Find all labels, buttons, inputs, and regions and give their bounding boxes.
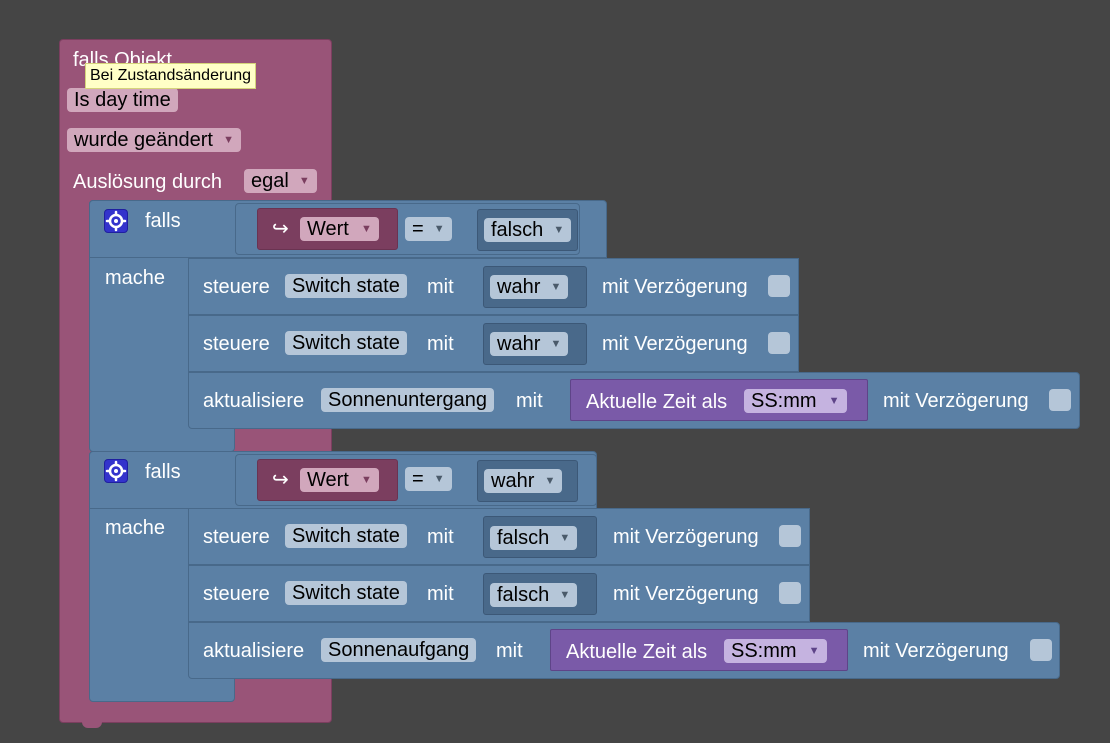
verb-label: aktualisiere xyxy=(203,640,305,662)
trigger-dropdown[interactable]: egal ▼ xyxy=(244,169,317,193)
condition-value: wurde geändert xyxy=(74,129,213,151)
wert-value: Wert xyxy=(307,218,349,240)
verb-label: aktualisiere xyxy=(203,390,305,412)
trigger-label: Auslösung durch xyxy=(73,171,222,193)
target-value: Switch state xyxy=(292,525,400,547)
mit-label: mit xyxy=(427,526,454,548)
target-field[interactable]: Switch state xyxy=(285,524,407,548)
wert-dropdown[interactable]: Wert ▼ xyxy=(300,217,379,241)
triangle-down-icon: ▼ xyxy=(559,532,571,544)
delay-label: mit Verzögerung xyxy=(863,640,1009,662)
delay-label: mit Verzögerung xyxy=(883,390,1029,412)
return-arrow-icon: ↪ xyxy=(272,469,289,491)
target-value: Switch state xyxy=(292,582,400,604)
value-text: wahr xyxy=(497,276,541,298)
tooltip-bei-zustandsanderung: Bei Zustandsänderung xyxy=(85,63,256,89)
delay-label: mit Verzögerung xyxy=(613,526,759,548)
triangle-down-icon: ▼ xyxy=(550,281,562,293)
trigger-value: egal xyxy=(251,170,289,192)
wert-value: Wert xyxy=(307,469,349,491)
value-dropdown[interactable]: falsch ▼ xyxy=(490,583,578,607)
gear-icon-svg xyxy=(105,210,127,232)
value-text: falsch xyxy=(497,584,550,606)
verb-label: steuere xyxy=(203,333,270,355)
time-format-dropdown[interactable]: SS:mm ▼ xyxy=(724,639,827,663)
operator-dropdown[interactable]: = ▼ xyxy=(405,217,452,241)
bool-value: falsch xyxy=(491,219,544,241)
mit-label: mit xyxy=(427,583,454,605)
delay-checkbox[interactable] xyxy=(768,332,790,354)
triangle-down-icon: ▼ xyxy=(828,395,840,407)
target-field[interactable]: Switch state xyxy=(285,581,407,605)
time-format-value: SS:mm xyxy=(751,390,817,412)
delay-label: mit Verzögerung xyxy=(602,333,748,355)
falls-label: falls xyxy=(145,210,181,232)
operator-dropdown[interactable]: = ▼ xyxy=(405,467,452,491)
verb-label: steuere xyxy=(203,276,270,298)
event-block-bottom-notch xyxy=(82,714,102,728)
target-value: Sonnenuntergang xyxy=(328,389,488,411)
bool-value: wahr xyxy=(491,470,535,492)
value-dropdown[interactable]: wahr ▼ xyxy=(490,275,569,299)
mit-label: mit xyxy=(516,390,543,412)
operator-value: = xyxy=(412,468,424,490)
delay-checkbox[interactable] xyxy=(779,525,801,547)
condition-dropdown[interactable]: wurde geändert ▼ xyxy=(67,128,241,152)
mache-label: mache xyxy=(105,267,166,289)
delay-checkbox[interactable] xyxy=(779,582,801,604)
wert-dropdown[interactable]: Wert ▼ xyxy=(300,468,379,492)
triangle-down-icon: ▼ xyxy=(544,475,556,487)
time-label: Aktuelle Zeit als xyxy=(566,641,708,663)
triangle-down-icon: ▼ xyxy=(223,134,234,146)
verb-label: steuere xyxy=(203,526,270,548)
triangle-down-icon: ▼ xyxy=(559,589,571,601)
triangle-down-icon: ▼ xyxy=(360,223,372,235)
delay-label: mit Verzögerung xyxy=(613,583,759,605)
delay-checkbox[interactable] xyxy=(768,275,790,297)
bool-dropdown[interactable]: wahr ▼ xyxy=(484,469,563,493)
object-selector[interactable]: Is day time xyxy=(67,88,178,112)
mit-label: mit xyxy=(427,333,454,355)
time-format-dropdown[interactable]: SS:mm ▼ xyxy=(744,389,847,413)
mit-label: mit xyxy=(427,276,454,298)
gear-icon[interactable] xyxy=(104,209,128,233)
triangle-down-icon: ▼ xyxy=(433,223,445,235)
operator-value: = xyxy=(412,218,424,240)
target-field[interactable]: Switch state xyxy=(285,331,407,355)
triangle-down-icon: ▼ xyxy=(553,224,565,236)
mit-label: mit xyxy=(496,640,523,662)
gear-icon[interactable] xyxy=(104,459,128,483)
delay-checkbox[interactable] xyxy=(1049,389,1071,411)
time-format-value: SS:mm xyxy=(731,640,797,662)
bool-dropdown[interactable]: falsch ▼ xyxy=(484,218,572,242)
target-field[interactable]: Sonnenuntergang xyxy=(321,388,495,412)
value-dropdown[interactable]: falsch ▼ xyxy=(490,526,578,550)
triangle-down-icon: ▼ xyxy=(433,473,445,485)
triangle-down-icon: ▼ xyxy=(808,645,820,657)
gear-icon-svg xyxy=(105,460,127,482)
target-value: Sonnenaufgang xyxy=(328,639,470,661)
object-name: Is day time xyxy=(74,89,171,111)
triangle-down-icon: ▼ xyxy=(550,338,562,350)
mache-label: mache xyxy=(105,517,166,539)
time-label: Aktuelle Zeit als xyxy=(586,391,728,413)
triangle-down-icon: ▼ xyxy=(360,474,372,486)
target-value: Switch state xyxy=(292,275,400,297)
target-field[interactable]: Switch state xyxy=(285,274,407,298)
triangle-down-icon: ▼ xyxy=(298,175,310,187)
target-field[interactable]: Sonnenaufgang xyxy=(321,638,477,662)
delay-label: mit Verzögerung xyxy=(602,276,748,298)
delay-checkbox[interactable] xyxy=(1030,639,1052,661)
target-value: Switch state xyxy=(292,332,400,354)
value-dropdown[interactable]: wahr ▼ xyxy=(490,332,569,356)
verb-label: steuere xyxy=(203,583,270,605)
value-text: wahr xyxy=(497,333,541,355)
return-arrow-icon: ↪ xyxy=(272,218,289,240)
value-text: falsch xyxy=(497,527,550,549)
falls-label: falls xyxy=(145,461,181,483)
